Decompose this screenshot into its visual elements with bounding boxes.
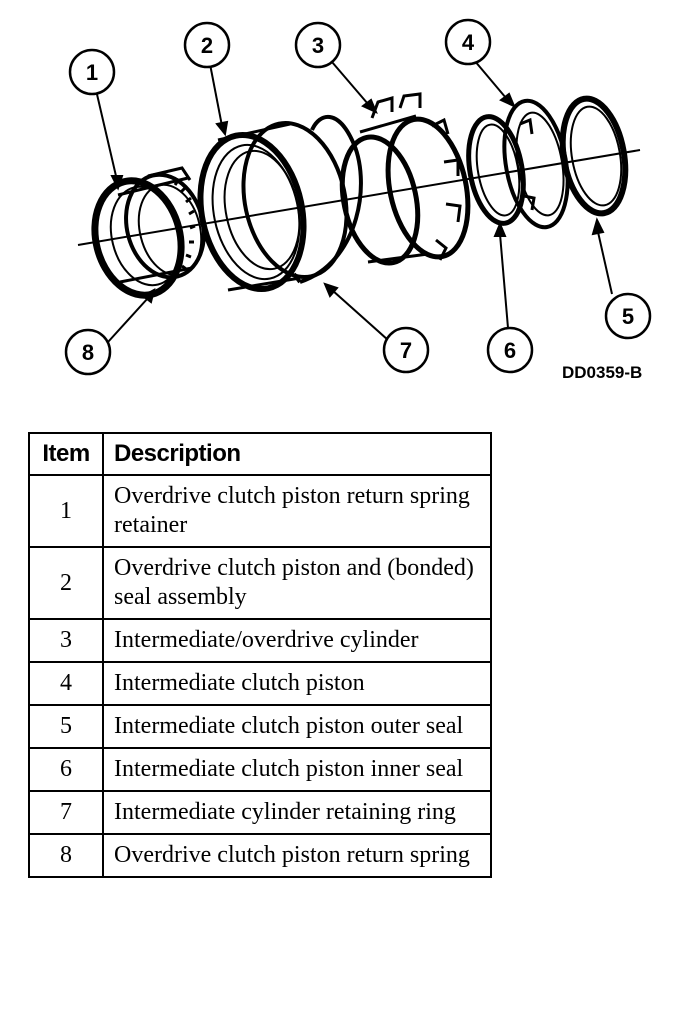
part-7-retaining-ring [292,114,363,284]
svg-text:5: 5 [622,304,634,329]
item-number: 4 [28,661,104,706]
leader-lines [95,59,613,343]
callout-4: 4 [444,18,492,66]
figure-code: DD0359-B [562,363,642,382]
table-row: 2 Overdrive clutch piston and (bonded) s… [28,546,492,620]
callout-3: 3 [294,21,342,69]
svg-text:2: 2 [201,33,213,58]
svg-text:6: 6 [504,338,516,363]
table-header-row: Item Description [28,432,492,476]
svg-text:8: 8 [82,340,94,365]
svg-text:1: 1 [86,60,98,85]
callout-7: 7 [382,326,430,374]
item-description: Intermediate clutch piston [102,661,492,706]
callout-5: 5 [604,292,652,340]
callout-6: 6 [486,326,534,374]
svg-text:4: 4 [462,30,475,55]
column-header-item: Item [28,432,104,476]
item-number: 1 [28,474,104,548]
part-5-outer-seal [559,95,629,217]
item-number: 2 [28,546,104,620]
table-row: 6 Intermediate clutch piston inner seal [28,747,492,792]
table-row: 4 Intermediate clutch piston [28,661,492,706]
table-row: 7 Intermediate cylinder retaining ring [28,790,492,835]
item-number: 5 [28,704,104,749]
item-description: Overdrive clutch piston return spring re… [102,474,492,548]
table-row: 3 Intermediate/overdrive cylinder [28,618,492,663]
item-description: Overdrive clutch piston return spring [102,833,492,878]
part-3-cylinder [339,92,471,266]
svg-text:3: 3 [312,33,324,58]
item-description: Intermediate/overdrive cylinder [102,618,492,663]
svg-text:7: 7 [400,338,412,363]
callout-2: 2 [183,21,231,69]
column-header-description: Description [102,432,492,476]
callout-8: 8 [64,328,112,376]
item-description: Intermediate clutch piston outer seal [102,704,492,749]
parts-table: Item Description 1 Overdrive clutch pist… [28,432,492,878]
item-description: Overdrive clutch piston and (bonded) sea… [102,546,492,620]
item-number: 8 [28,833,104,878]
item-number: 6 [28,747,104,792]
item-number: 7 [28,790,104,835]
item-number: 3 [28,618,104,663]
table-row: 5 Intermediate clutch piston outer seal [28,704,492,749]
item-description: Intermediate clutch piston inner seal [102,747,492,792]
item-description: Intermediate cylinder retaining ring [102,790,492,835]
part-2-piston-seal [197,120,349,293]
table-row: 1 Overdrive clutch piston return spring … [28,474,492,548]
table-row: 8 Overdrive clutch piston return spring [28,833,492,878]
exploded-view-diagram: 1 2 3 4 5 6 7 8 DD0359-B [64,18,652,382]
callout-1: 1 [68,48,116,96]
